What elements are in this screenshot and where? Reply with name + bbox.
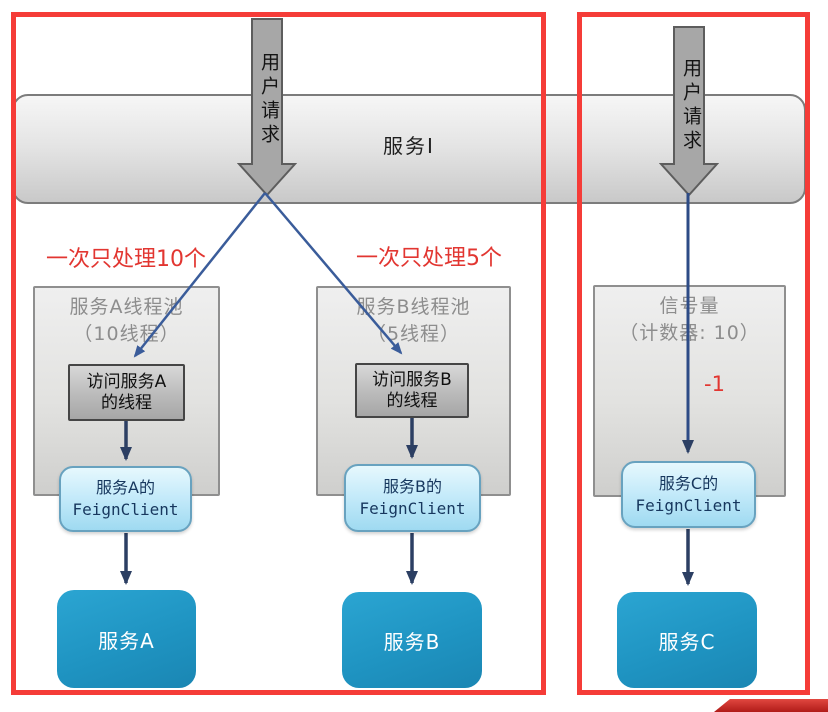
service-a-box: 服务A <box>57 590 196 688</box>
feign-client-a-box: 服务A的 FeignClient <box>59 466 192 532</box>
service-a-label: 服务A <box>98 628 155 653</box>
user-request-label-right: 用户请求 <box>680 58 702 154</box>
annotation-thread-pool-b: 一次只处理5个 <box>356 246 502 271</box>
feign-client-b-line1: 服务B的 <box>383 477 442 496</box>
service-c-label: 服务C <box>658 629 716 654</box>
service-bar-label: 服务I <box>383 133 435 158</box>
thread-pool-b-title: 服务B线程池 <box>356 296 471 318</box>
service-c-box: 服务C <box>617 592 757 688</box>
thread-pool-a-subtitle: （10线程） <box>73 323 180 345</box>
thread-box-a-line2: 的线程 <box>101 392 152 413</box>
user-request-arrow-icon-right <box>659 26 719 197</box>
corner-ribbon <box>714 699 828 712</box>
feign-client-c-line1: 服务C的 <box>658 473 719 493</box>
thread-box-a: 访问服务A 的线程 <box>68 364 185 421</box>
annotation-thread-pool-a: 一次只处理10个 <box>46 247 206 272</box>
service-b-label: 服务B <box>383 629 441 654</box>
semaphore-subtitle: （计数器: 10） <box>619 322 760 344</box>
thread-box-b: 访问服务B 的线程 <box>355 363 469 418</box>
service-b-box: 服务B <box>342 592 482 688</box>
feign-client-a-line2: FeignClient <box>72 500 179 519</box>
annotation-semaphore-decrement: -1 <box>704 372 725 396</box>
thread-pool-b-subtitle: （5线程） <box>366 323 461 345</box>
feign-client-c-box: 服务C的 FeignClient <box>621 461 756 528</box>
feign-client-b-line2: FeignClient <box>359 499 466 518</box>
feign-client-b-box: 服务B的 FeignClient <box>344 464 481 532</box>
thread-pool-a-title: 服务A线程池 <box>69 296 184 318</box>
user-request-label-left: 用户请求 <box>258 52 280 148</box>
thread-box-b-line2: 的线程 <box>386 390 438 411</box>
user-request-arrow-icon-left <box>237 18 297 197</box>
thread-box-b-line1: 访问服务B <box>372 369 452 390</box>
feign-client-c-line2: FeignClient <box>635 495 742 515</box>
semaphore-title: 信号量 <box>659 295 720 317</box>
feign-client-a-line1: 服务A的 <box>96 478 155 497</box>
thread-box-a-line1: 访问服务A <box>86 371 167 392</box>
